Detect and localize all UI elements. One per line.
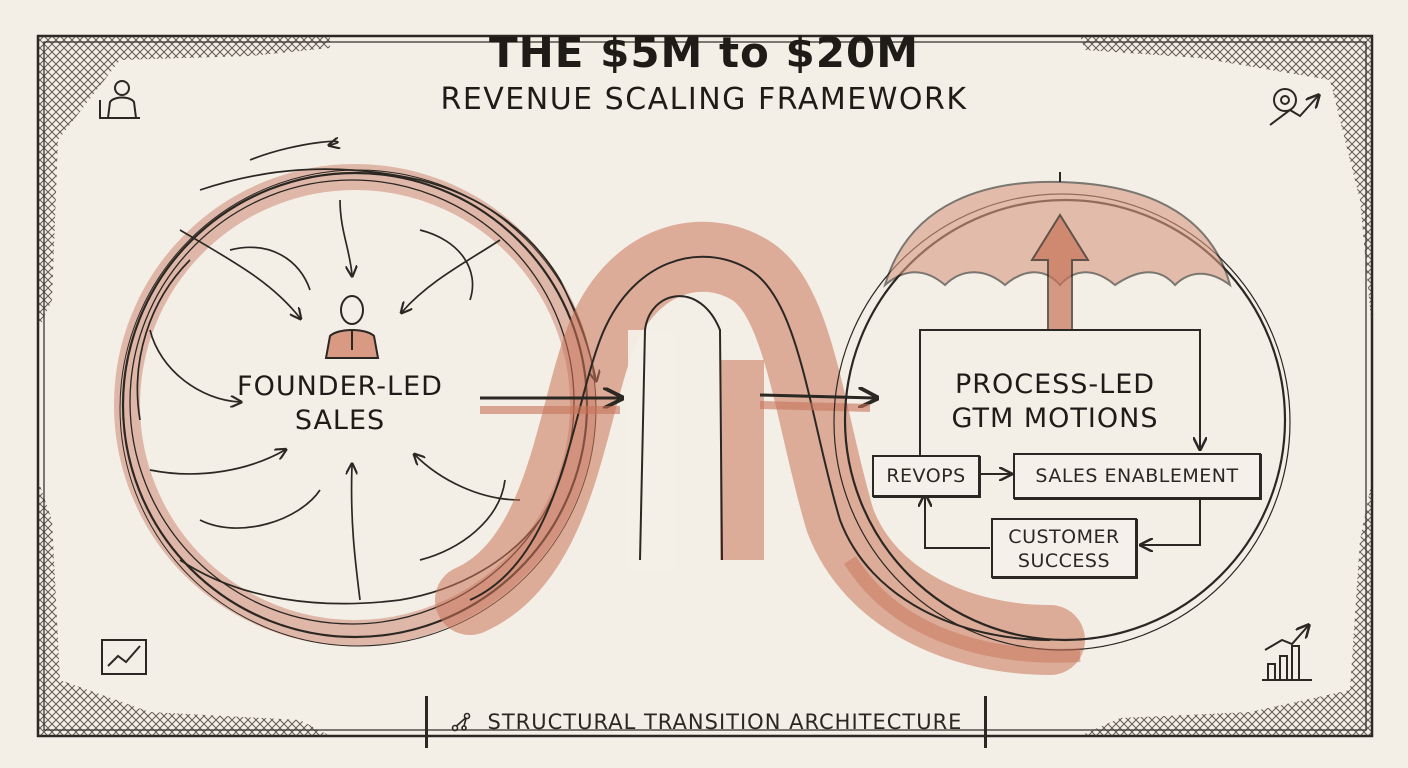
page-title: THE $5M to $20M <box>489 28 919 77</box>
bar-chart-icon <box>1262 626 1312 681</box>
customer-success-box: CUSTOMER SUCCESS <box>991 518 1137 578</box>
footer-caption: STRUCTURAL TRANSITION ARCHITECTURE <box>425 696 987 748</box>
founder-led-sales-label: FOUNDER-LED SALES <box>210 370 470 438</box>
process-led-line2: GTM MOTIONS <box>951 402 1159 434</box>
process-led-circle <box>833 172 1291 663</box>
transition-icon <box>451 712 470 732</box>
founder-icon <box>324 295 380 359</box>
footer-text: STRUCTURAL TRANSITION ARCHITECTURE <box>487 710 963 734</box>
founder-led-line1: FOUNDER-LED <box>237 371 443 402</box>
person-icon <box>99 80 140 119</box>
customer-success-line2: SUCCESS <box>1017 550 1111 572</box>
sketch-frame <box>36 34 1374 738</box>
sales-enablement-box: SALES ENABLEMENT <box>1013 453 1261 499</box>
gear-growth-icon <box>1269 88 1318 126</box>
founder-led-line2: SALES <box>294 404 386 436</box>
transition-bridge <box>435 221 1085 675</box>
line-chart-icon <box>101 639 147 675</box>
process-led-gtm-label: PROCESS-LED GTM MOTIONS <box>915 368 1195 436</box>
revops-box: REVOPS <box>872 455 980 497</box>
process-led-line1: PROCESS-LED <box>954 369 1156 400</box>
customer-success-line1: CUSTOMER <box>1008 526 1120 548</box>
page-subtitle: REVENUE SCALING FRAMEWORK <box>440 82 968 117</box>
